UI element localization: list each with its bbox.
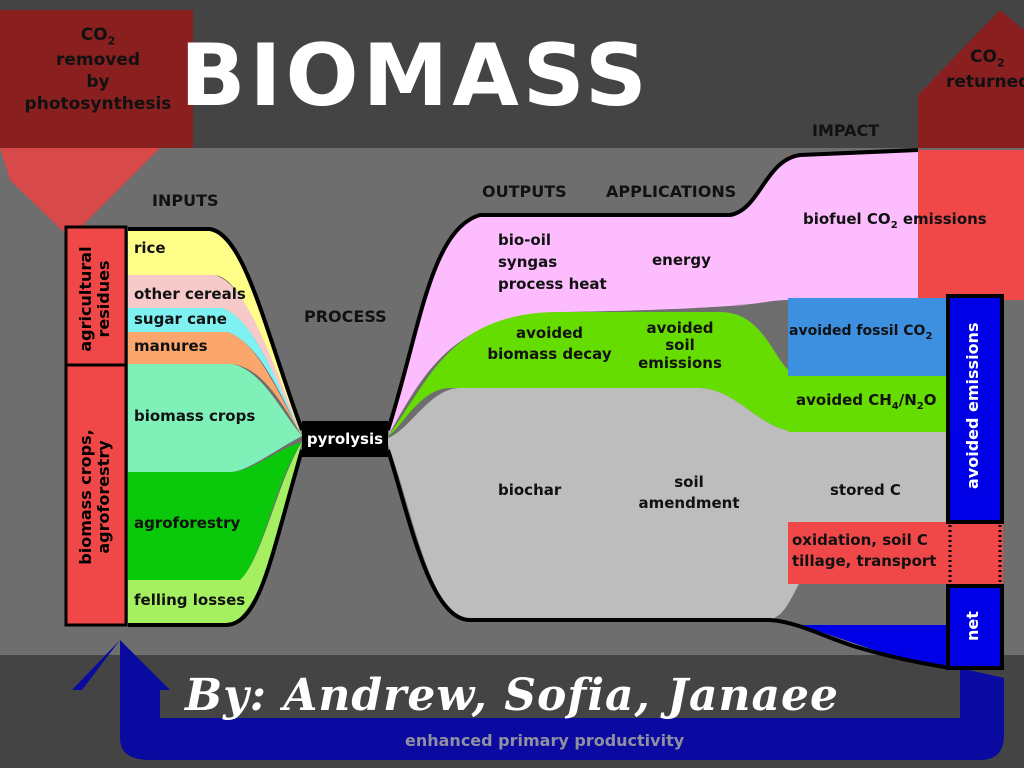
band-oxidation (788, 522, 948, 584)
emissions-text: emissions (638, 353, 722, 372)
band-sugar-cane (128, 308, 302, 436)
oxidation-text: oxidation, soil C (792, 531, 928, 549)
tillage-text: tillage, transport (792, 552, 937, 570)
removed-text: removed (55, 49, 141, 70)
co2-sub: 2 (925, 330, 933, 342)
input-outline (128, 227, 304, 627)
band-other-cereals (128, 275, 302, 436)
input-sugar-cane: sugar cane (134, 310, 227, 328)
syngas-text: syngas (498, 252, 558, 271)
avoided-emissions-label: avoided emissions (963, 322, 982, 489)
co2-returned-label: CO2 returned (940, 46, 1024, 93)
pyrolysis-box: pyrolysis (302, 421, 388, 457)
net-box (946, 584, 1004, 670)
band-bio-oil (388, 150, 918, 436)
emissions-text: emissions (897, 210, 987, 228)
byline: By: Andrew, Sofia, Janaee (184, 670, 840, 721)
co2-text: CO (970, 47, 997, 67)
process-heat-text: process heat (498, 274, 607, 293)
co2-sub: 2 (890, 220, 898, 231)
o-text: O (923, 391, 937, 409)
photosynthesis-text: photosynthesis (24, 93, 172, 114)
output-biochar: biochar (498, 481, 562, 499)
co2-removed-label: CO2 removed by photosynthesis (18, 24, 178, 115)
app-soil-amendment: soil amendment (630, 472, 748, 514)
band-oxidation-right (948, 522, 1003, 584)
agricultural-text: agricultural residues (76, 246, 113, 352)
header-applications: APPLICATIONS (606, 182, 737, 201)
header-inputs: INPUTS (152, 191, 219, 210)
avoided-emissions-box (946, 294, 1004, 524)
output-avoided-decay: avoided biomass decay (482, 323, 617, 365)
co2-sub: 2 (996, 56, 1005, 70)
page-title: BIOMASS (180, 26, 651, 126)
returned-text: returned (946, 71, 1024, 92)
group-agricultural-label: agricultural residues (76, 239, 115, 359)
enhanced-productivity-label: enhanced primary productivity (405, 731, 685, 750)
net-label: net (963, 611, 982, 641)
app-avoided-soil: avoided soil emissions (630, 319, 730, 372)
amendment-text: amendment (638, 494, 740, 512)
input-rice: rice (134, 239, 166, 257)
band-manures (128, 332, 302, 436)
band-avoided-ch4 (788, 376, 948, 432)
biomass-decay-text: biomass decay (487, 345, 612, 363)
group-biomass-label: biomass crops, agroforestry (76, 417, 115, 577)
band-felling-losses (128, 442, 302, 625)
bio-oil-text: bio-oil (498, 231, 551, 249)
avoided-text: avoided (646, 319, 714, 337)
co2-removed-arrow-tip (0, 148, 160, 238)
fossil-text: avoided fossil CO (789, 323, 926, 339)
soil-text: soil (665, 336, 695, 355)
band-biomass-crops (128, 364, 302, 472)
avoided-text: avoided (516, 324, 583, 342)
input-manures: manures (134, 337, 208, 355)
biofuel-text: biofuel CO (803, 210, 891, 228)
band-avoided-fossil (788, 298, 948, 376)
biomass-text: biomass crops, agroforestry (76, 429, 113, 565)
co2-returned-arrow (918, 10, 1024, 148)
impact-stored-c: stored C (830, 481, 901, 499)
soil-text: soil (674, 473, 704, 491)
n-text: /N (898, 391, 917, 409)
header-outputs: OUTPUTS (482, 182, 567, 201)
by-text: by (86, 71, 110, 92)
sub-2: 2 (916, 401, 924, 412)
header-impact: IMPACT (812, 121, 880, 140)
impact-oxidation: oxidation, soil C tillage, transport (792, 530, 936, 572)
ch4-text: avoided CH (796, 391, 892, 409)
band-agroforestry (128, 442, 302, 580)
impact-avoided-ch4: avoided CH4/N2O (796, 391, 937, 413)
co2-text: CO (80, 25, 108, 45)
header-process: PROCESS (304, 307, 387, 326)
output-bio-oil: bio-oil syngas process heat (498, 230, 607, 295)
enhanced-productivity-arrow (72, 640, 1004, 760)
output-outline (386, 148, 951, 670)
input-agroforestry: agroforestry (134, 514, 241, 532)
group-biomass-box (64, 363, 128, 627)
input-other-cereals: other cereals (134, 285, 246, 303)
co2-sub: 2 (107, 34, 116, 48)
sub-4: 4 (891, 401, 899, 412)
input-biomass-crops: biomass crops (134, 407, 256, 425)
band-stored-c (788, 432, 948, 522)
app-energy: energy (652, 251, 711, 269)
input-felling-losses: felling losses (134, 591, 246, 609)
impact-avoided-fossil: avoided fossil CO2 (789, 323, 932, 342)
impact-biofuel: biofuel CO2 emissions (803, 210, 987, 232)
